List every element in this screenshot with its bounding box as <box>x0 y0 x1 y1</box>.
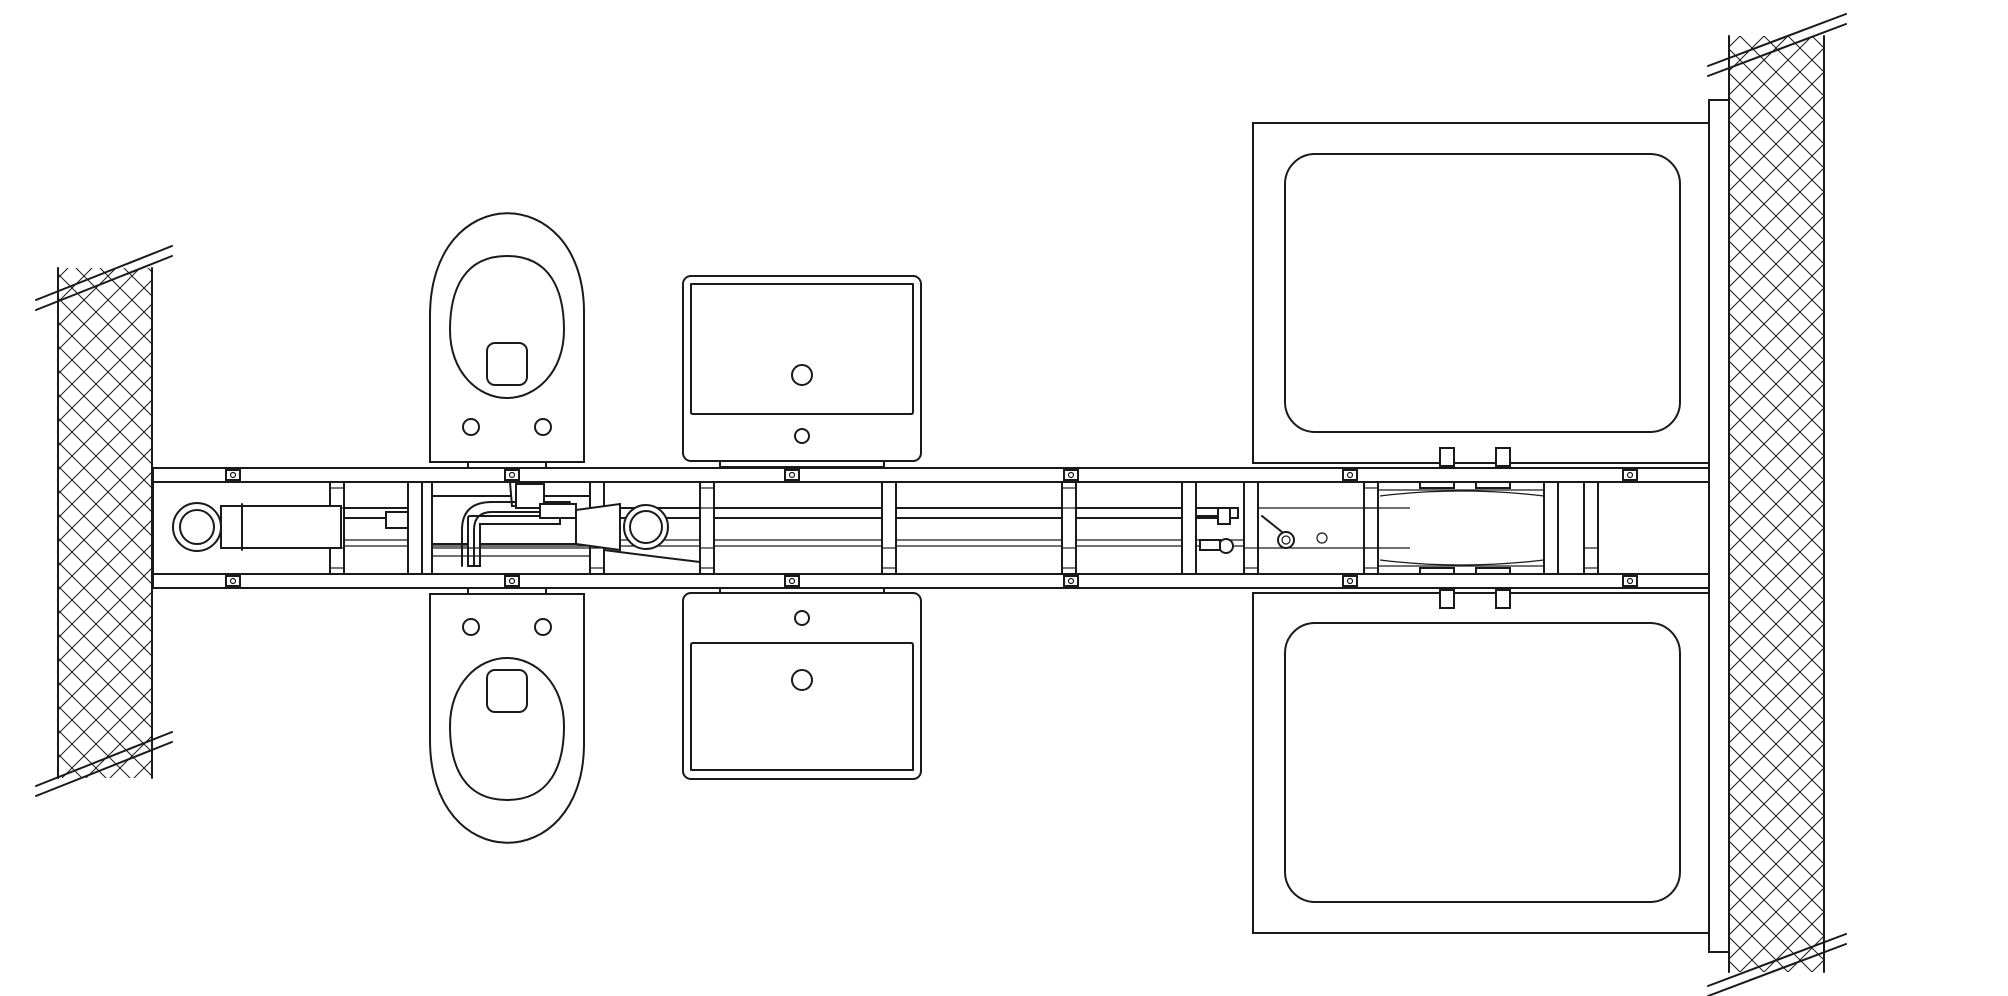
washbasin-bottom <box>682 586 922 780</box>
installation-frame <box>152 467 1710 589</box>
bathtub-top <box>1252 122 1710 467</box>
bathtub-bottom <box>1252 589 1710 934</box>
left-wall <box>35 245 173 797</box>
rail-fixing-clips <box>225 469 1638 587</box>
bathtub-supply-valves <box>1195 481 1545 575</box>
washbasin-top <box>682 275 922 468</box>
right-wall <box>1707 13 1847 996</box>
wall-hung-toilet-top <box>429 212 585 469</box>
washbasin-trap <box>575 502 701 563</box>
wall-hung-toilet-bottom <box>429 587 585 844</box>
drain-outlet <box>172 502 342 552</box>
